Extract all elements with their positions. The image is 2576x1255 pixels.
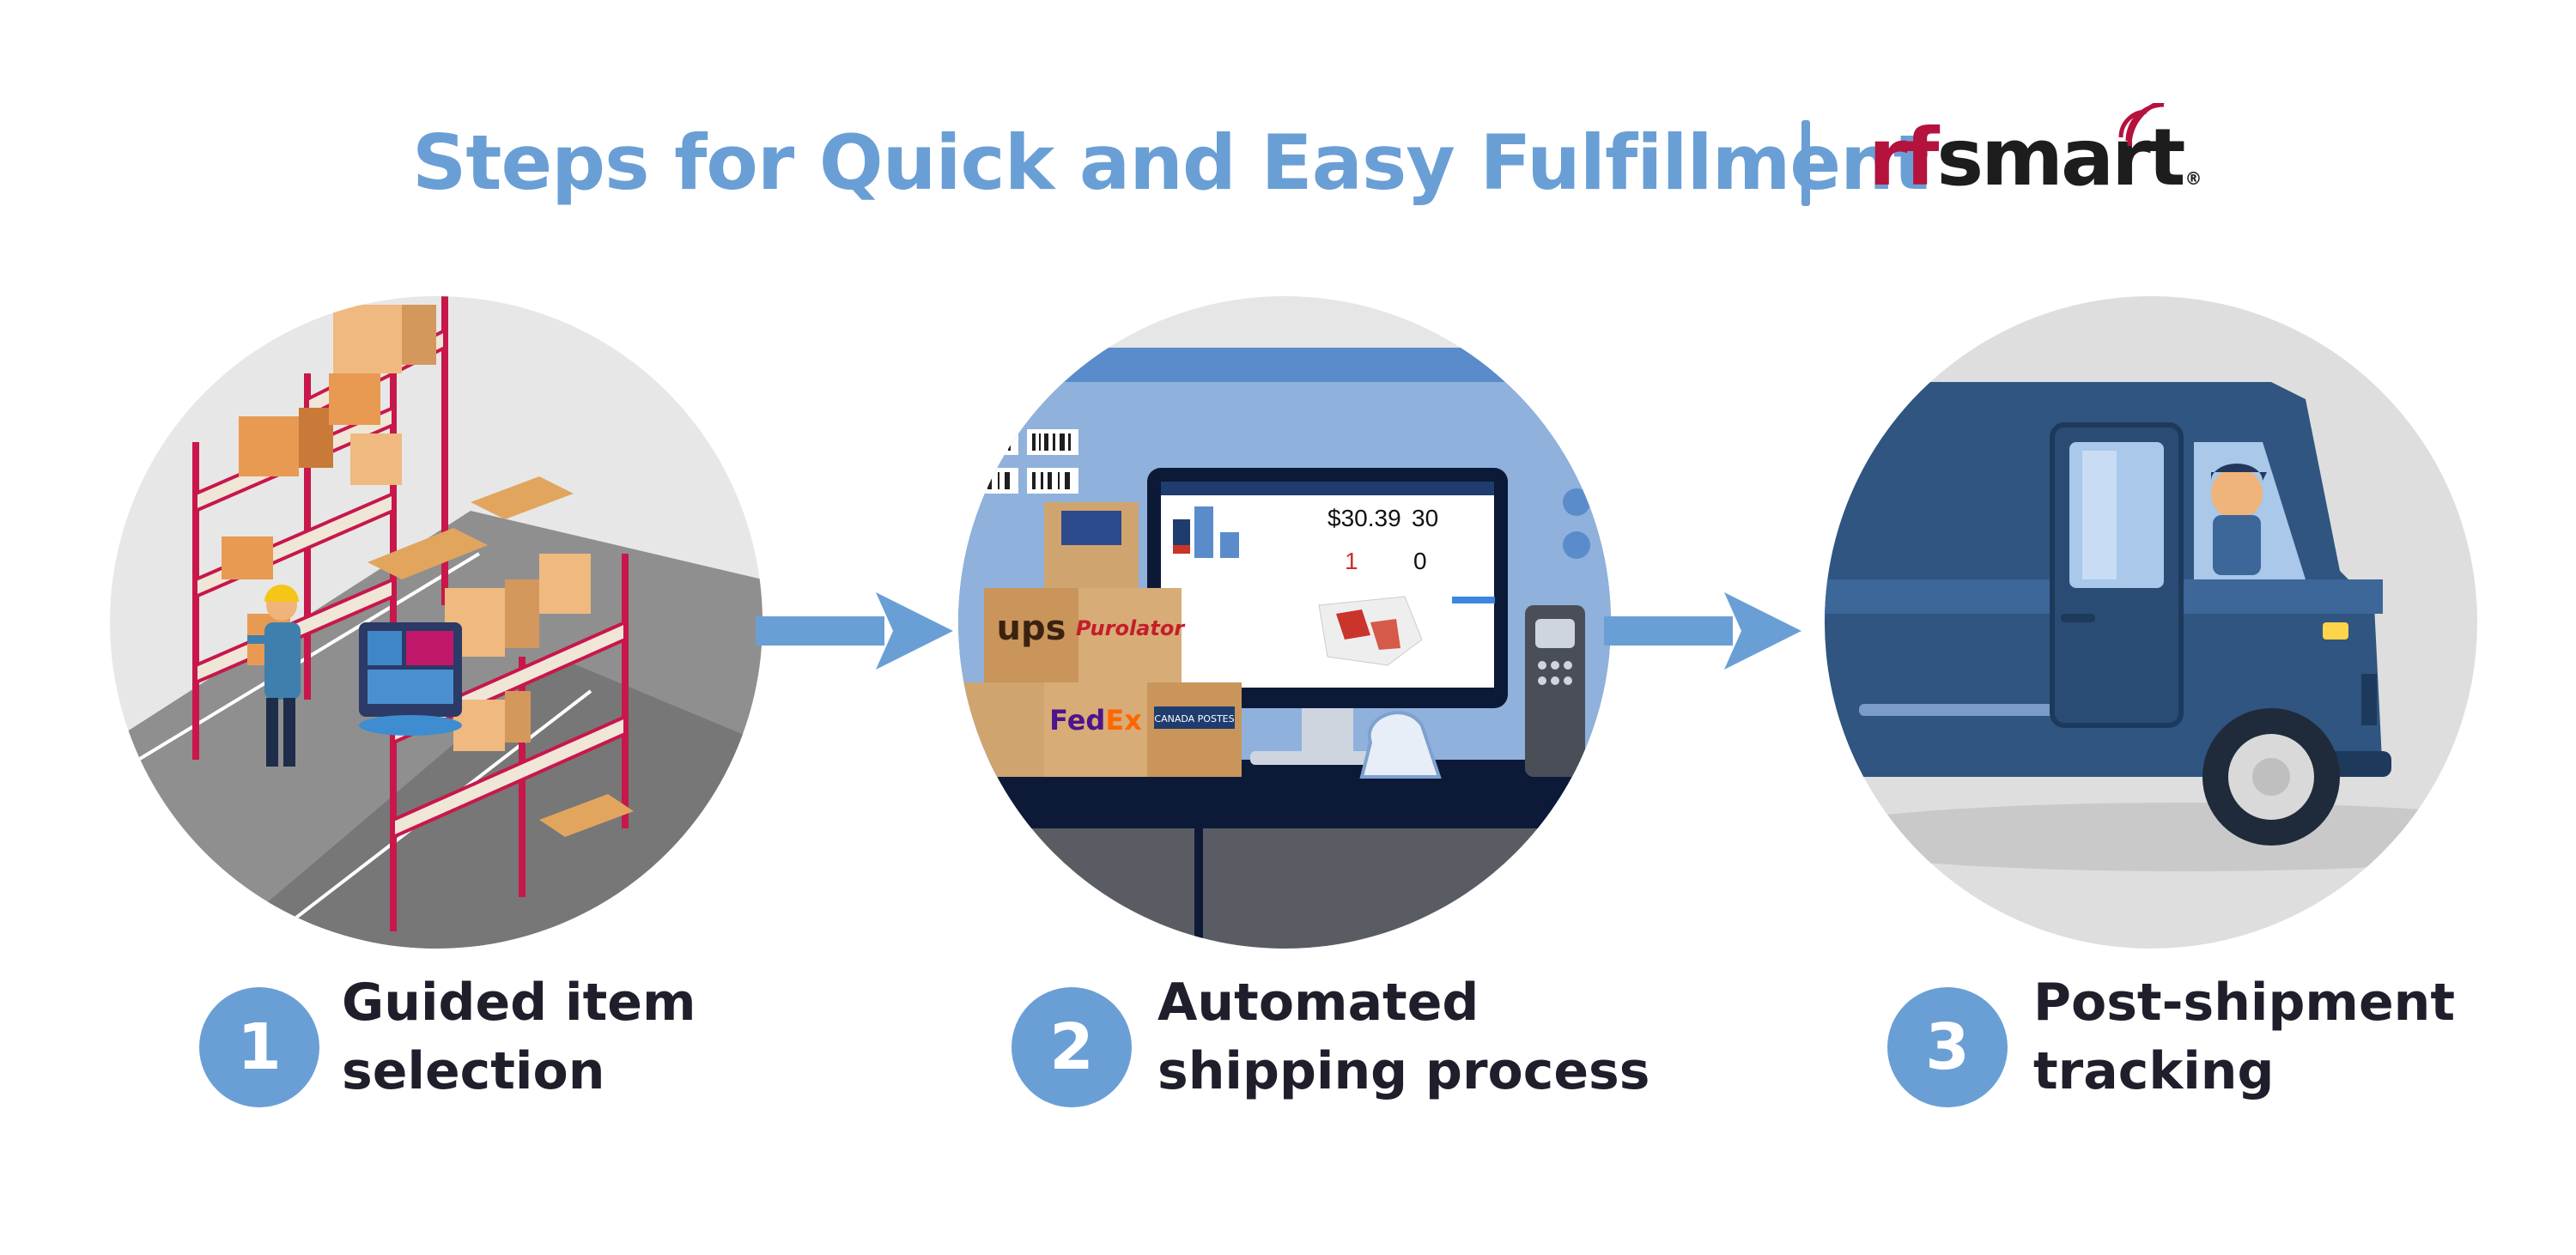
logo-rf: rf <box>1868 112 1939 203</box>
rfsmart-logo: rfsmart® <box>1868 112 2202 203</box>
fedex-logo: FedEx <box>1049 704 1142 737</box>
arrow-right-icon <box>756 592 953 670</box>
step-1-line2: selection <box>342 1041 605 1101</box>
screen-zero-value: 0 <box>1413 548 1427 574</box>
delivery-truck-illustration <box>1825 296 2477 949</box>
step-3-label: Post-shipment tracking <box>2033 968 2455 1106</box>
step-1-badge: 1 <box>199 987 319 1107</box>
purolator-logo: Purolator <box>1076 616 1187 640</box>
step-2-label: Automated shipping process <box>1157 968 1649 1106</box>
step-1-label: Guided item selection <box>342 968 696 1106</box>
screen-amount: $30.39 <box>1327 505 1401 531</box>
step-2-badge: 2 <box>1012 987 1132 1107</box>
step-2-line2: shipping process <box>1157 1041 1650 1101</box>
shipping-station-illustration: $30.39 30 1 0 ups Purolator FedEx <box>958 296 1611 949</box>
screen-count: 30 <box>1412 505 1438 531</box>
step-3-line1: Post-shipment <box>2033 973 2456 1033</box>
step-3-line2: tracking <box>2033 1041 2275 1101</box>
ups-logo: ups <box>997 609 1066 648</box>
arrow-right-icon <box>1604 592 1801 670</box>
logo-smart: smart <box>1936 112 2185 203</box>
screen-red-value: 1 <box>1345 548 1358 574</box>
canada-post-logo: CANADA POSTES <box>1154 713 1234 725</box>
page-title: Steps for Quick and Easy Fulfillment <box>412 118 1929 207</box>
step-2-line1: Automated <box>1157 973 1479 1033</box>
warehouse-illustration <box>110 296 762 949</box>
signal-icon <box>2118 103 2166 147</box>
header: Steps for Quick and Easy Fulfillment rfs… <box>0 103 2576 215</box>
title-divider <box>1801 120 1810 206</box>
step-1-line1: Guided item <box>342 973 696 1033</box>
logo-registered: ® <box>2184 168 2202 189</box>
step-3-badge: 3 <box>1887 987 2008 1107</box>
